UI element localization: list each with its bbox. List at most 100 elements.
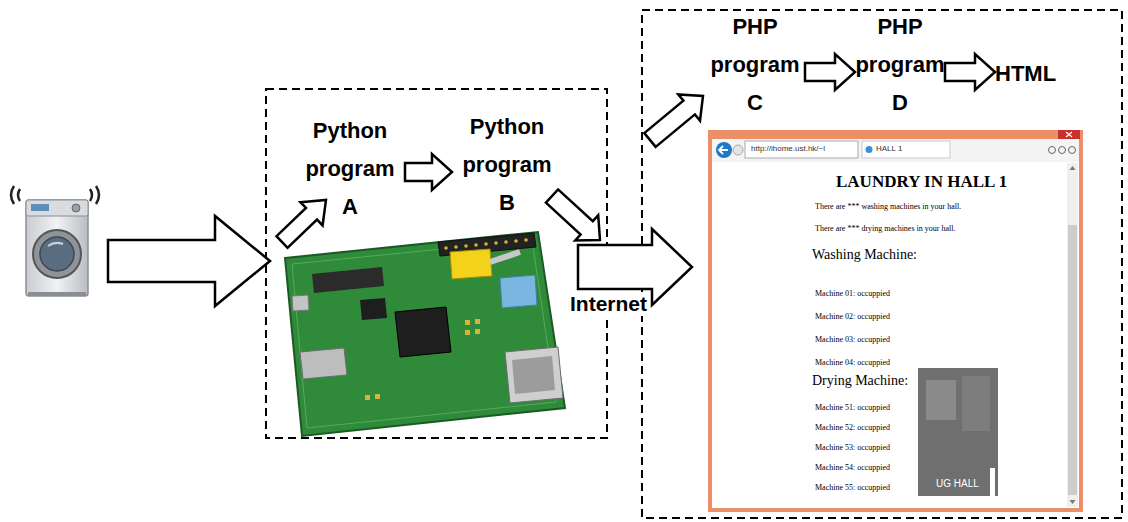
rca-jack	[450, 249, 492, 279]
scroll-thumb	[1068, 225, 1077, 495]
vibration-mark	[96, 186, 99, 204]
gpio-pins	[494, 241, 498, 245]
solder-pads	[465, 330, 470, 335]
door-ring	[33, 230, 81, 278]
usb-opening	[512, 356, 555, 394]
dashed-boundary	[642, 10, 1122, 518]
gpio-pins	[504, 240, 508, 244]
machine-body	[26, 200, 88, 296]
hdmi-port	[300, 348, 347, 379]
toolbar	[712, 139, 1079, 162]
machine-status: Machine 02: occuppied	[815, 312, 890, 322]
hollow-arrow	[108, 216, 270, 306]
program-stage: Python programA	[295, 112, 405, 222]
program-stage: PHP programD	[855, 8, 945, 118]
star-icon	[1059, 147, 1066, 154]
page-heading: LAUNDRY IN HALL 1	[836, 172, 1007, 192]
vibration-mark	[11, 186, 14, 204]
forward-button	[733, 145, 743, 155]
browser-tab	[862, 141, 950, 158]
page-text: There are *** drying machines in your ha…	[815, 224, 955, 234]
machine-status: Machine 01: occuppied	[815, 289, 890, 299]
hollow-arrow	[805, 54, 855, 90]
tab-icon	[866, 146, 873, 153]
browser-screenshot	[708, 130, 1083, 512]
hall-photo	[918, 368, 998, 496]
hollow-arrow	[546, 94, 703, 305]
micro-usb	[292, 295, 309, 311]
photo-sign	[990, 468, 995, 496]
glass-highlight	[48, 243, 63, 246]
hollow-arrow	[405, 154, 452, 190]
stage-letter: A	[295, 192, 405, 222]
rca-pin	[490, 252, 520, 262]
gpio-pins	[444, 246, 448, 250]
program-stage: Python programB	[452, 108, 562, 218]
machine-base	[28, 292, 86, 296]
control-panel	[26, 200, 88, 216]
address-bar	[745, 141, 858, 158]
chip	[360, 298, 387, 320]
usb-port	[505, 347, 563, 403]
page-text: There are *** washing machines in your h…	[815, 202, 961, 212]
machine-status: Machine 53: occuppied	[815, 443, 890, 453]
window-frame	[708, 130, 1083, 512]
machine-status: Machine 54: occuppied	[815, 463, 890, 473]
washing-machine-icon	[11, 186, 99, 296]
sd-slot	[312, 267, 384, 293]
scrollbar	[1067, 163, 1078, 507]
home-icon	[1049, 147, 1056, 154]
vibration-mark	[18, 189, 20, 201]
solder-pads	[365, 319, 480, 400]
hollow-arrow	[277, 200, 327, 248]
solder-pads	[375, 394, 380, 399]
stage-letter: C	[705, 88, 805, 118]
program-label: Python program	[295, 112, 405, 188]
audio-jack	[500, 275, 537, 308]
maximize-button	[1046, 130, 1058, 139]
machine-status: Machine 52: occuppied	[815, 423, 890, 433]
close-button	[1058, 130, 1080, 139]
stage-letter: B	[452, 188, 562, 218]
gpio-pins	[464, 244, 468, 248]
solder-pads	[365, 395, 370, 400]
door-glass	[40, 237, 74, 271]
hollow-arrow	[945, 54, 995, 90]
program-label: PHP program	[705, 8, 805, 84]
circuit-board	[285, 232, 565, 436]
settings-icon	[1069, 147, 1076, 154]
dashed-boundary	[266, 89, 607, 438]
tab-title: HALL 1	[876, 144, 902, 154]
page-area	[712, 162, 1079, 508]
display	[31, 204, 49, 211]
solder-pads	[465, 320, 470, 325]
arrow-segment	[945, 54, 995, 90]
raspberry-pi-board	[285, 232, 565, 436]
close-mark	[1066, 132, 1072, 137]
arrow-segment	[805, 54, 855, 90]
stage-letter: D	[855, 88, 945, 118]
vibration-mark	[90, 189, 92, 201]
program-label: PHP program	[855, 8, 945, 84]
gpio-pins	[484, 242, 488, 246]
back-button	[716, 142, 732, 158]
arrow-segment	[546, 189, 600, 240]
program-stage: PHP programC	[705, 8, 805, 118]
soc-chip	[395, 307, 451, 357]
minimize-button	[1034, 130, 1046, 139]
photo-window	[926, 380, 956, 420]
program-stage: HTML	[995, 55, 1056, 93]
solder-pads	[475, 329, 480, 334]
dial	[72, 204, 80, 212]
address-text: http://ihome.ust.hk/~l	[751, 144, 825, 154]
machine-status: Machine 51: occuppied	[815, 403, 890, 413]
section-heading: Washing Machine:	[812, 246, 917, 263]
gpio-pins	[524, 238, 528, 242]
gpio-pins	[454, 245, 458, 249]
program-label: HTML	[995, 55, 1056, 93]
arrow-segment	[405, 154, 452, 190]
solder-pads	[475, 319, 480, 324]
machine-status: Machine 03: occuppied	[815, 335, 890, 345]
